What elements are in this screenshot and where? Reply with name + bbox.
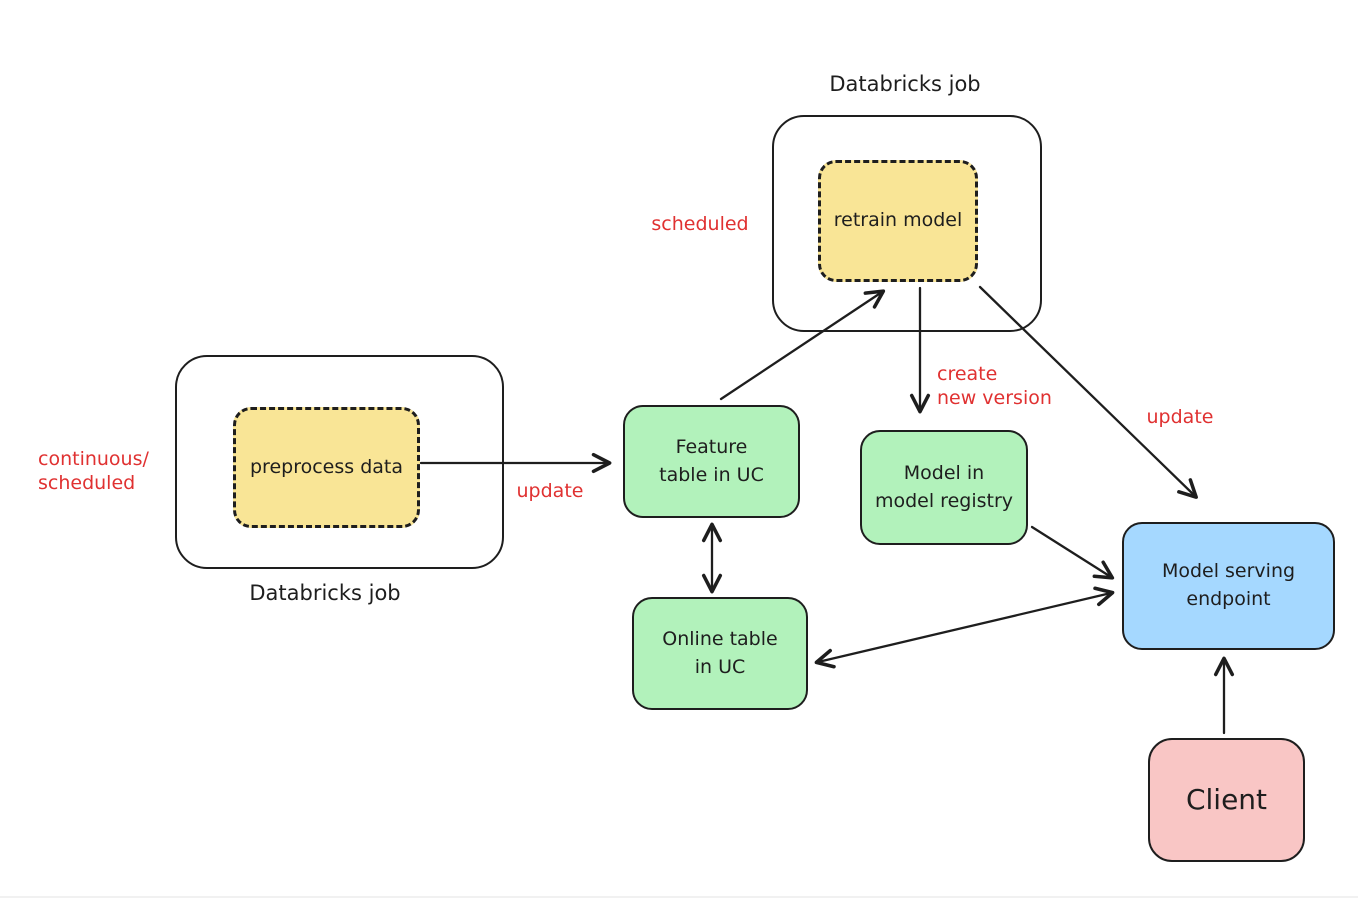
arrow-online-table-serving-endpoint-bidirectional [814, 586, 1115, 669]
annotation-update-right: update [1146, 406, 1214, 428]
container-top-databricks-job [772, 115, 1042, 332]
node-online-table-in-uc: Online table in UC [632, 597, 808, 710]
node-client: Client [1148, 738, 1305, 862]
caption-top-databricks-job: Databricks job [829, 72, 981, 96]
node-model-serving-endpoint: Model serving endpoint [1122, 522, 1335, 650]
node-retrain-model: retrain model [818, 160, 978, 282]
annotation-update-left: update [516, 480, 584, 502]
image-bottom-edge [0, 896, 1358, 898]
annotation-scheduled: scheduled [651, 213, 749, 235]
annotation-create-new-version: create new version [937, 363, 1052, 409]
annotation-continuous-scheduled: continuous/ scheduled [38, 448, 149, 494]
node-preprocess-data: preprocess data [233, 407, 420, 528]
node-feature-table-in-uc: Feature table in UC [623, 405, 800, 518]
arrow-model-registry-to-serving-endpoint [1030, 525, 1115, 580]
caption-left-databricks-job: Databricks job [249, 581, 401, 605]
node-model-in-model-registry: Model in model registry [860, 430, 1028, 545]
